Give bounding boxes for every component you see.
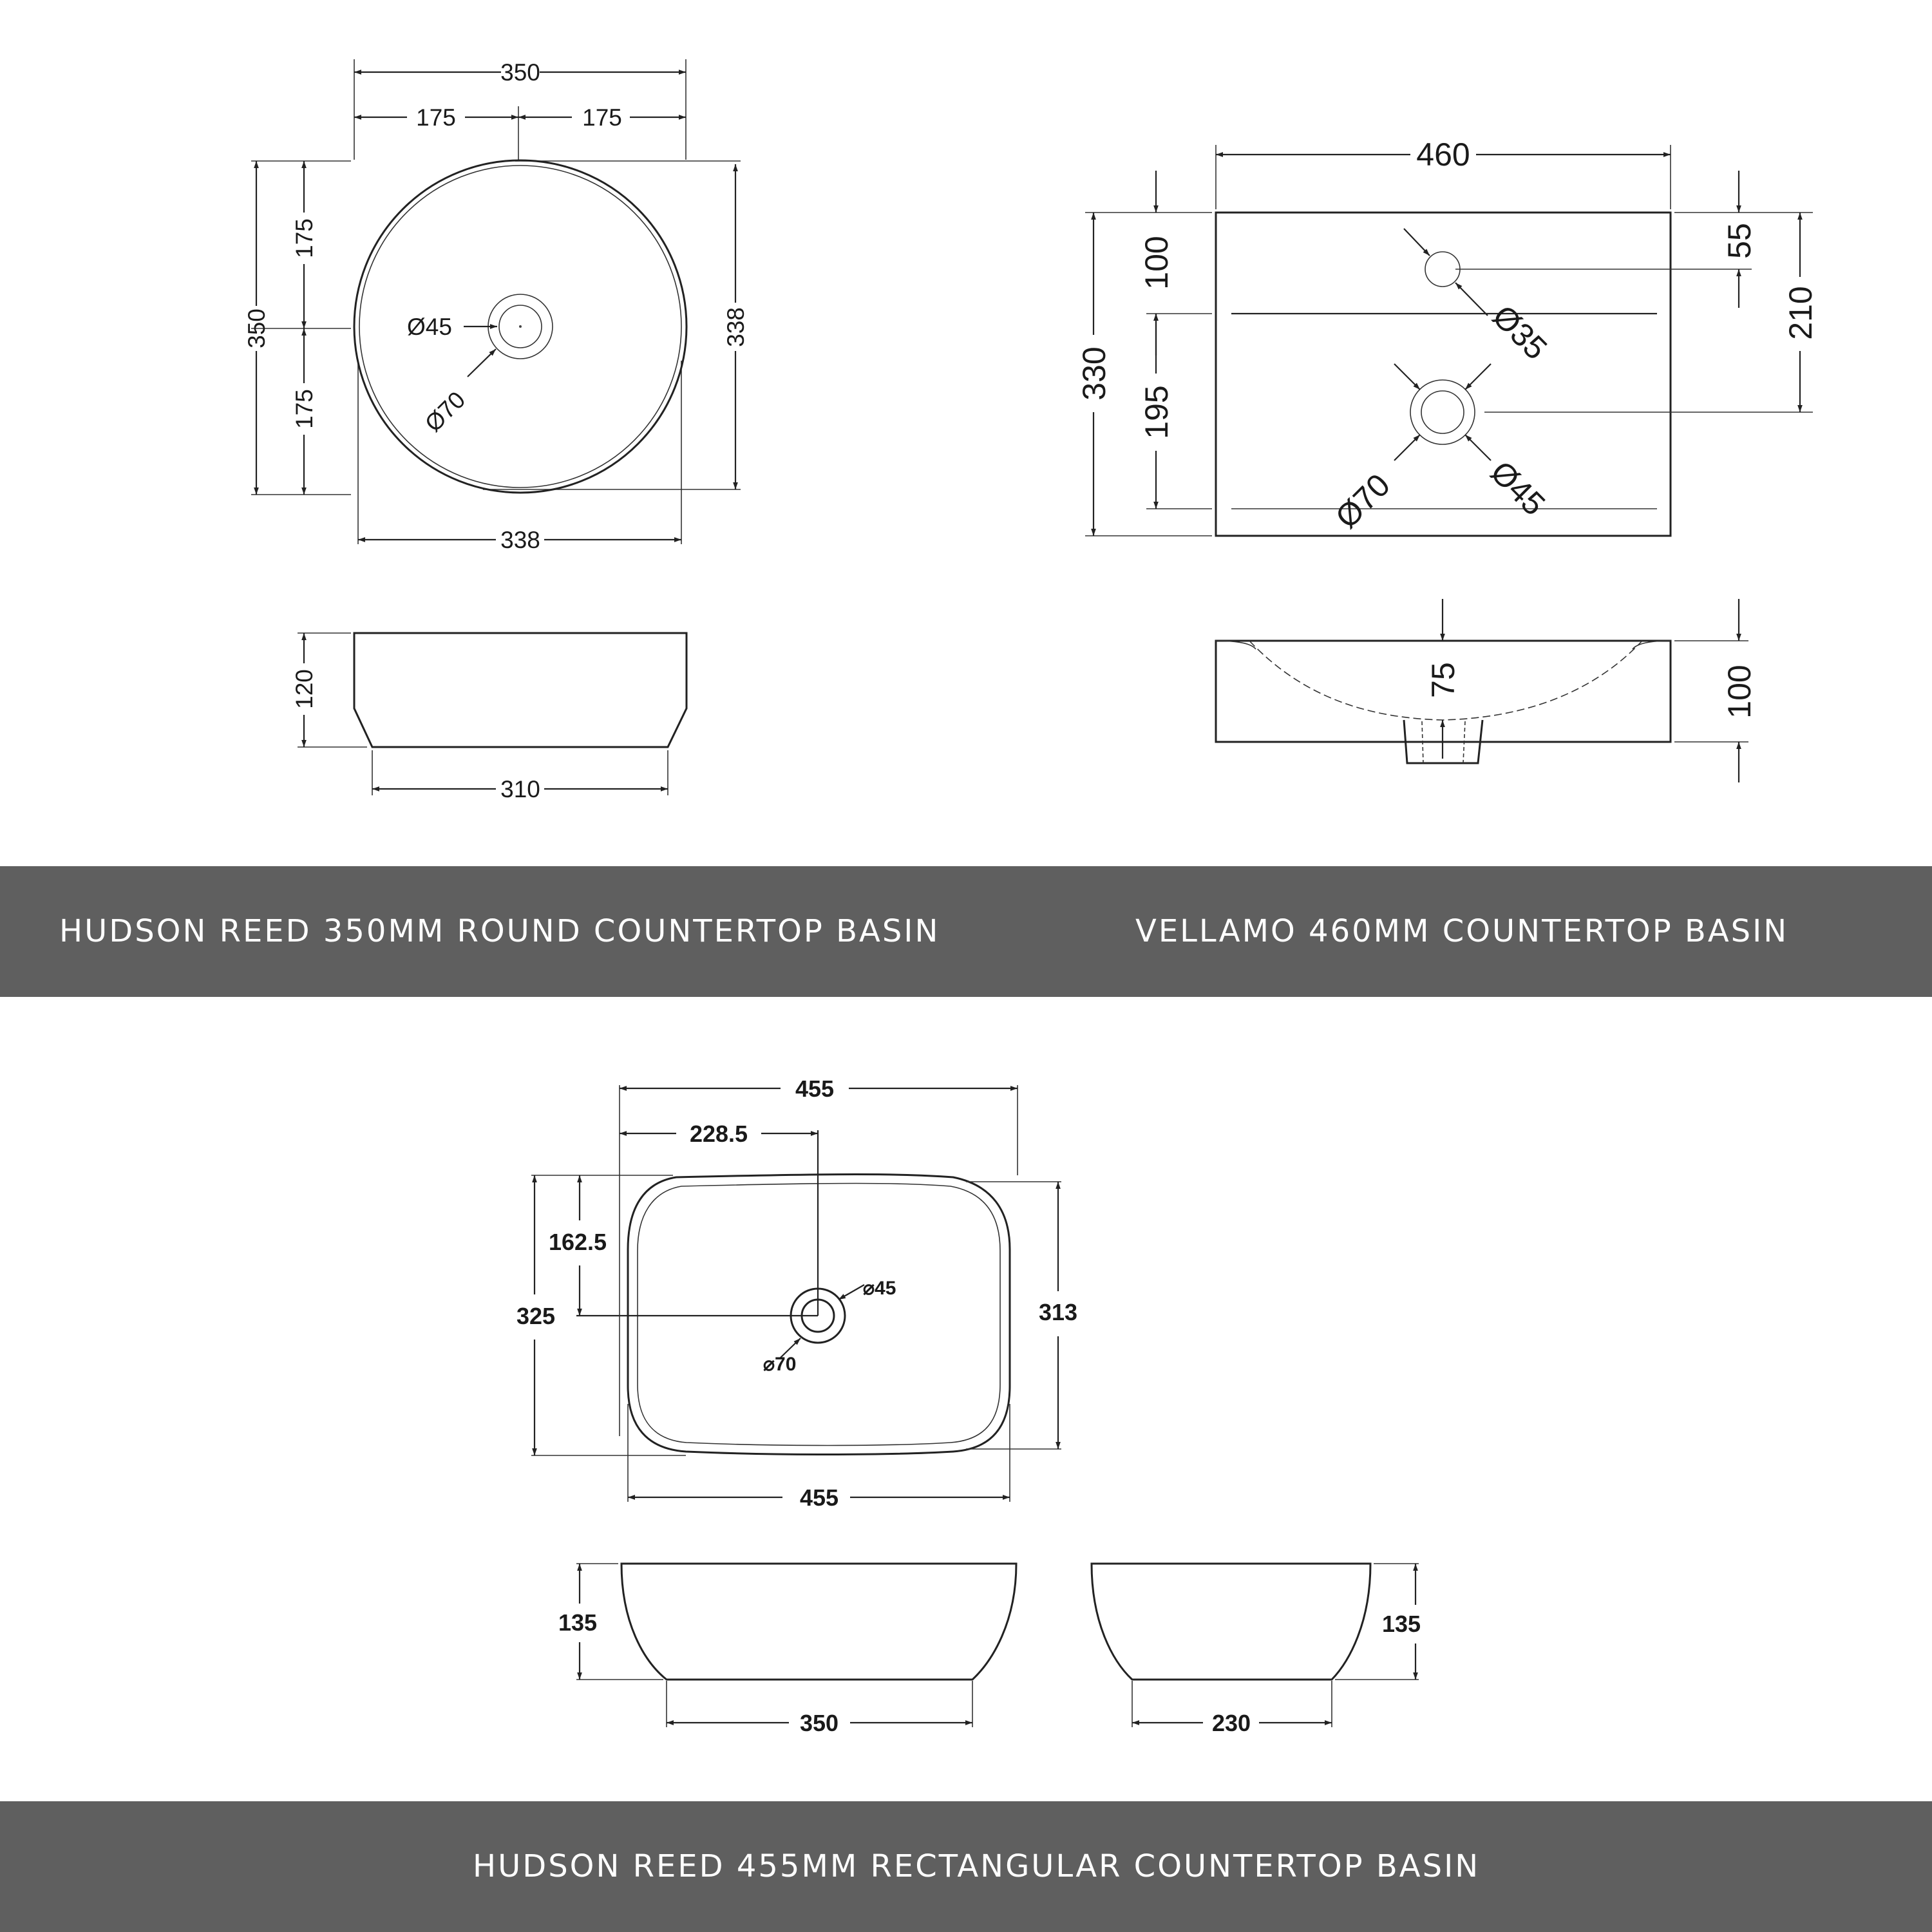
vellamo-upper-depth-label: 100 bbox=[1139, 236, 1175, 289]
round-inner-width-label: 338 bbox=[500, 527, 540, 553]
vellamo-tap-hole-label: Ø35 bbox=[1486, 298, 1554, 366]
rect-half-depth-label: 162.5 bbox=[549, 1229, 607, 1255]
vellamo-lower-depth-label: 195 bbox=[1139, 385, 1175, 439]
round-overall-height-label: 350 bbox=[243, 308, 270, 348]
vellamo-basin-outline bbox=[1215, 211, 1672, 537]
rect-basin-rim bbox=[627, 1173, 1011, 1455]
round-basin-title: HUDSON REED 350MM ROUND COUNTERTOP BASIN bbox=[59, 913, 940, 949]
round-inner-height-label: 338 bbox=[723, 307, 749, 347]
rect-front-height-label: 135 bbox=[558, 1609, 597, 1636]
rect-overall-depth-label: 325 bbox=[516, 1303, 555, 1329]
vellamo-tap-hole bbox=[1425, 251, 1461, 287]
round-base-width-label: 310 bbox=[500, 776, 540, 802]
rect-overall-width-label: 455 bbox=[795, 1075, 834, 1102]
vellamo-basin-title: VELLAMO 460MM COUNTERTOP BASIN bbox=[1135, 913, 1789, 949]
rect-front-base-label: 350 bbox=[800, 1710, 838, 1736]
rect-half-width-label: 228.5 bbox=[690, 1121, 748, 1147]
vellamo-bowl-depth-label: 75 bbox=[1425, 662, 1461, 698]
vellamo-basin-plan-view: 460 330 100 195 55 210 Ø35 Ø70 Ø45 bbox=[1076, 137, 1819, 537]
round-waste-inner bbox=[498, 305, 542, 348]
rect-basin-side-view: 135 230 bbox=[1090, 1562, 1421, 1736]
banner-top: HUDSON REED 350MM ROUND COUNTERTOP BASIN… bbox=[0, 866, 1932, 997]
round-half-height-bottom-label: 175 bbox=[291, 389, 317, 429]
vellamo-side-height-label: 100 bbox=[1721, 665, 1757, 718]
round-basin-plan-view: 350 175 175 350 175 175 338 Ø45 Ø70 bbox=[243, 59, 749, 553]
round-basin-side-view: 120 310 bbox=[291, 632, 688, 802]
round-overall-width-label: 350 bbox=[500, 59, 540, 86]
round-waste-inner-label: Ø45 bbox=[407, 314, 452, 340]
round-basin-bowl bbox=[359, 165, 682, 488]
rect-bottom-width-label: 455 bbox=[800, 1484, 838, 1511]
vellamo-overall-height-label: 330 bbox=[1076, 346, 1112, 400]
vellamo-waste-inner bbox=[1421, 390, 1464, 434]
vellamo-waste-inner-label: Ø45 bbox=[1484, 454, 1552, 522]
vellamo-tap-offset-label: 55 bbox=[1721, 223, 1757, 259]
rect-basin-title: HUDSON REED 455MM RECTANGULAR COUNTERTOP… bbox=[473, 1848, 1481, 1884]
rect-side-height-label: 135 bbox=[1382, 1611, 1421, 1637]
round-half-width-right-label: 175 bbox=[582, 104, 622, 131]
round-waste-outer-label: Ø70 bbox=[420, 386, 470, 437]
round-half-height-top-label: 175 bbox=[291, 218, 317, 258]
round-side-height-label: 120 bbox=[291, 669, 317, 709]
rect-waste-inner-label: ⌀45 bbox=[863, 1278, 896, 1299]
rect-inner-depth-label: 313 bbox=[1039, 1299, 1077, 1325]
vellamo-overall-width-label: 460 bbox=[1416, 137, 1470, 173]
vellamo-waste-offset-label: 210 bbox=[1783, 286, 1819, 339]
vellamo-waste-outer-label: Ø70 bbox=[1329, 467, 1397, 535]
rect-basin-plan-view: 455 228.5 325 162.5 313 ⌀45 ⌀70 455 bbox=[516, 1075, 1077, 1511]
banner-bottom: HUDSON REED 455MM RECTANGULAR COUNTERTOP… bbox=[0, 1801, 1932, 1932]
vellamo-basin-side-view: 75 100 bbox=[1215, 599, 1757, 782]
rect-side-base-label: 230 bbox=[1212, 1710, 1251, 1736]
rect-waste-outer-label: ⌀70 bbox=[763, 1354, 796, 1375]
round-half-width-left-label: 175 bbox=[416, 104, 456, 131]
rect-basin-front-view: 135 350 bbox=[558, 1562, 1018, 1736]
round-basin-rim bbox=[353, 159, 688, 494]
vellamo-waste-outer bbox=[1410, 379, 1475, 445]
